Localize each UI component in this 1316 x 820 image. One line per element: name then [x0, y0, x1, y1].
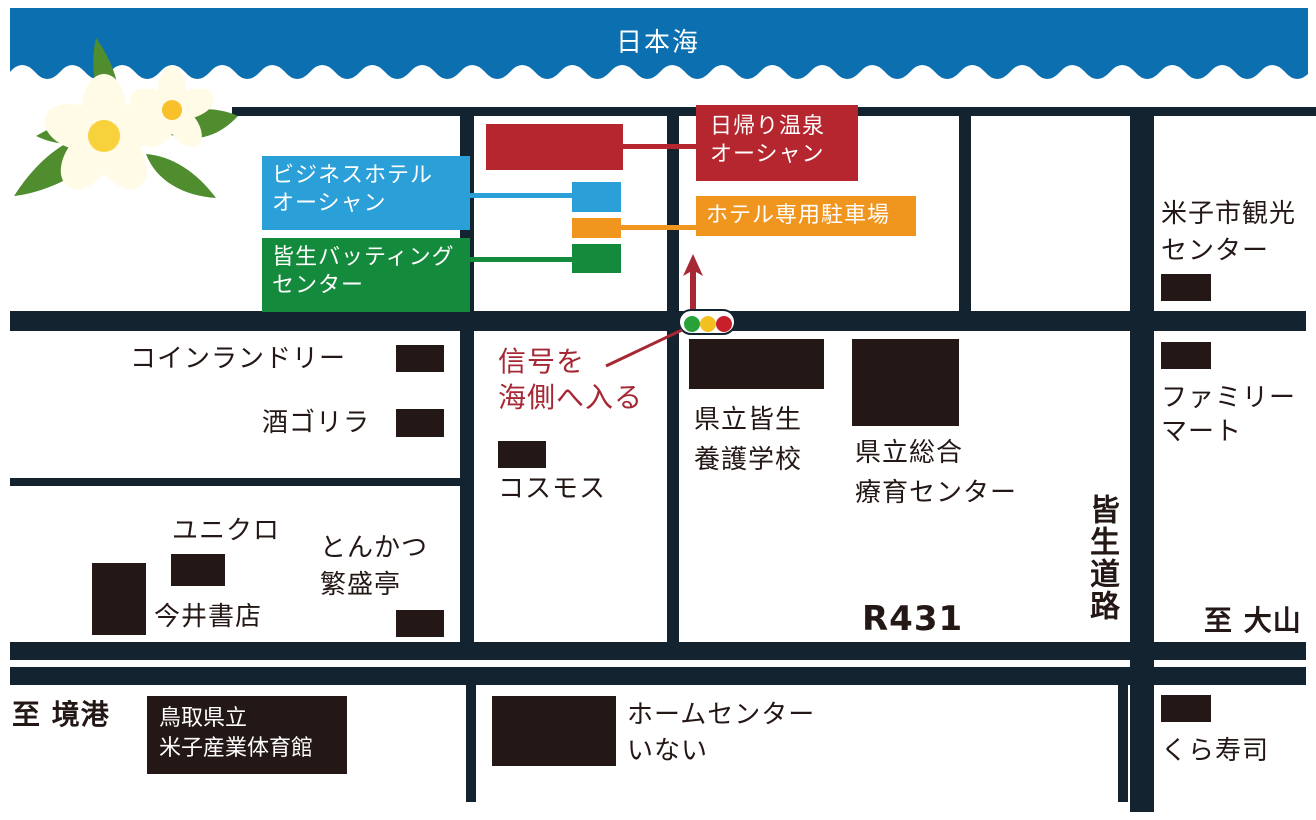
green-light	[684, 316, 700, 332]
parking-connector	[620, 225, 696, 230]
tonkatsu-label: とんかつ 繁盛亭	[320, 533, 429, 600]
yellow-light	[700, 316, 716, 332]
business-hotel-sign: ビジネスホテル オーシャン	[262, 156, 470, 230]
sake-gorilla-label: 酒ゴリラ	[262, 408, 371, 438]
arrow-up-icon	[683, 254, 703, 314]
signal-instruction: 信号を 海側へ入る	[498, 345, 644, 414]
home-center-building	[492, 696, 616, 766]
school-label: 県立皆生 養護学校	[694, 405, 803, 475]
traffic-light-icon	[678, 309, 736, 335]
road-v1-south	[466, 680, 476, 802]
to-sakaiminato-label: 至 境港	[12, 698, 110, 731]
onsen-sign: 日帰り温泉 オーシャン	[696, 105, 858, 181]
kaike-road-label: 皆生道路	[1084, 494, 1119, 622]
kura-sushi-label: くら寿司	[1161, 736, 1270, 766]
school-building	[689, 339, 824, 389]
business-hotel-connector	[466, 193, 574, 198]
coin-laundry-label: コインランドリー	[130, 344, 347, 374]
road-side-street	[10, 478, 460, 486]
cosmos-building	[498, 441, 546, 468]
onsen-connector	[620, 144, 700, 149]
sea-banner	[10, 8, 1308, 98]
plumeria-flower-icon	[14, 38, 238, 198]
cosmos-label: コスモス	[498, 474, 607, 504]
batting-center-sign: 皆生バッティング センター	[262, 238, 470, 312]
imai-building	[92, 563, 146, 635]
to-daisen-label: 至 大山	[1204, 604, 1302, 637]
family-mart-building	[1161, 342, 1211, 369]
sake-gorilla-building	[396, 409, 444, 437]
red-light	[716, 316, 732, 332]
family-mart-label: ファミリー マート	[1161, 383, 1297, 447]
kanko-label: 米子市観光 センター	[1161, 199, 1297, 266]
road-v3	[959, 112, 971, 320]
road-r431-north	[10, 642, 1306, 660]
road-v4-south	[1118, 680, 1128, 802]
batting-connector	[470, 257, 574, 262]
road-v2	[667, 112, 679, 648]
imai-label: 今井書店	[154, 602, 263, 632]
ryoiku-label: 県立総合 療育センター	[855, 438, 1018, 508]
parking-sign: ホテル専用駐車場	[696, 196, 916, 236]
sea-name: 日本海	[615, 28, 700, 58]
signal-pointer-line	[605, 328, 683, 368]
uniqlo-label: ユニクロ	[172, 516, 281, 546]
onsen-ocean-building	[486, 124, 623, 170]
coin-laundry-building	[396, 345, 444, 372]
road-kaike	[1130, 112, 1154, 812]
batting-center-building	[572, 244, 621, 273]
road-r431-south	[10, 667, 1306, 685]
road-sea-side	[10, 311, 1306, 331]
business-hotel-building	[572, 182, 621, 212]
route-r431-label: R431	[862, 599, 964, 639]
kanko-building	[1161, 274, 1211, 301]
hotel-parking-lot	[572, 218, 621, 238]
tonkatsu-building	[396, 610, 444, 637]
tottori-gym-sign: 鳥取県立 米子産業体育館	[147, 696, 347, 774]
kura-sushi-building	[1161, 695, 1211, 722]
ryoiku-building	[852, 339, 959, 426]
uniqlo-building	[171, 554, 225, 586]
home-center-label: ホームセンター いない	[627, 700, 816, 766]
